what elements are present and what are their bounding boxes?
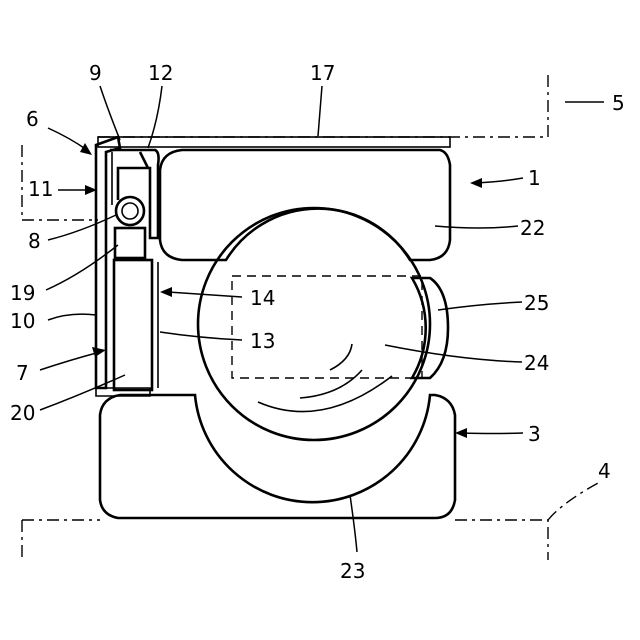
label-7: 7 <box>16 361 29 385</box>
label-4: 4 <box>598 459 611 483</box>
label-13: 13 <box>250 329 275 353</box>
label-6: 6 <box>26 107 39 131</box>
label-3: 3 <box>528 422 541 446</box>
label-10: 10 <box>10 309 35 333</box>
label-22: 22 <box>520 216 545 240</box>
label-12: 12 <box>148 61 173 85</box>
porous-element <box>114 260 158 390</box>
label-25: 25 <box>524 291 549 315</box>
inner-ring <box>100 395 455 518</box>
label-5: 5 <box>612 91 625 115</box>
label-8: 8 <box>28 229 41 253</box>
shaft-outline <box>22 482 600 560</box>
housing-outline <box>22 70 548 220</box>
leader-lines <box>40 86 604 552</box>
outer-ring <box>160 150 450 260</box>
support-block <box>115 228 145 258</box>
label-17: 17 <box>310 61 335 85</box>
ball <box>198 208 430 440</box>
label-11: 11 <box>28 177 53 201</box>
label-19: 19 <box>10 281 35 305</box>
label-23: 23 <box>340 559 365 583</box>
label-20: 20 <box>10 401 35 425</box>
label-14: 14 <box>250 286 275 310</box>
label-24: 24 <box>524 351 549 375</box>
label-1: 1 <box>528 166 541 190</box>
seal-outer-plate <box>96 137 150 396</box>
label-9: 9 <box>89 61 102 85</box>
spring-ring <box>116 197 144 225</box>
